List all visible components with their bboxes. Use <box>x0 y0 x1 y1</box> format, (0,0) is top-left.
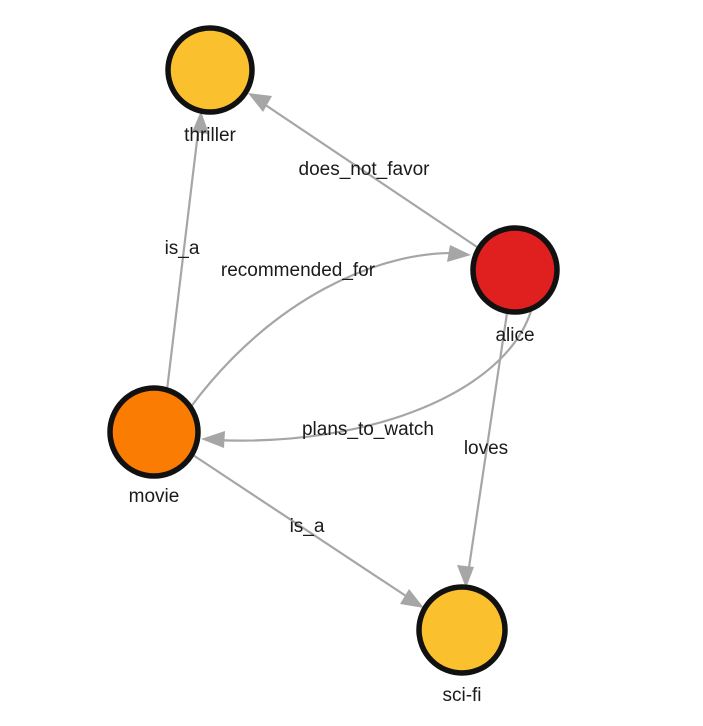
edge-alice-does-not-favor-thriller[interactable] <box>248 93 478 248</box>
edge-label-recommended-for: recommended_for <box>221 260 376 281</box>
edge-line <box>214 310 533 442</box>
edge-labels-layer: does_not_favor recommended_for plans_to_… <box>165 159 509 537</box>
arrowhead-icon <box>457 565 474 588</box>
edge-movie-is-a-sci-fi[interactable] <box>192 454 424 608</box>
node-circle-alice[interactable] <box>470 225 560 315</box>
arrowhead-icon <box>447 245 471 262</box>
edge-movie-recommended-for-alice[interactable] <box>189 245 471 409</box>
edge-line <box>257 99 478 248</box>
arrowhead-icon <box>248 93 272 112</box>
edge-movie-is-a-thriller[interactable] <box>165 111 209 391</box>
node-label-thriller: thriller <box>184 125 236 146</box>
edge-alice-loves-sci-fi[interactable] <box>457 312 509 588</box>
edge-label-is-a-thriller: is_a <box>165 238 200 259</box>
node-alice[interactable] <box>470 225 560 315</box>
node-thriller[interactable] <box>165 25 255 115</box>
arrowhead-icon <box>201 431 225 448</box>
edge-label-plans-to-watch: plans_to_watch <box>302 419 434 440</box>
node-movie[interactable] <box>107 385 201 479</box>
node-circle-movie[interactable] <box>107 385 201 479</box>
edge-line <box>192 454 413 601</box>
arrowhead-icon <box>192 111 209 134</box>
node-sci-fi[interactable] <box>416 584 508 676</box>
node-label-movie: movie <box>129 486 180 507</box>
edge-alice-plans-to-watch-movie[interactable] <box>201 310 533 448</box>
edges-layer <box>165 93 533 608</box>
arrowhead-icon <box>400 589 424 608</box>
node-labels-layer: thriller alice movie sci-fi <box>129 125 535 706</box>
node-label-alice: alice <box>495 325 534 346</box>
node-circle-sci-fi[interactable] <box>416 584 508 676</box>
edge-label-loves: loves <box>464 438 508 459</box>
nodes-layer <box>107 25 560 676</box>
edge-line <box>466 312 509 575</box>
node-label-sci-fi: sci-fi <box>442 685 481 706</box>
edge-label-is-a-sci-fi: is_a <box>290 516 325 537</box>
edge-line <box>189 251 459 409</box>
node-circle-thriller[interactable] <box>165 25 255 115</box>
edge-label-does-not-favor: does_not_favor <box>299 159 431 180</box>
edge-line <box>165 123 201 391</box>
